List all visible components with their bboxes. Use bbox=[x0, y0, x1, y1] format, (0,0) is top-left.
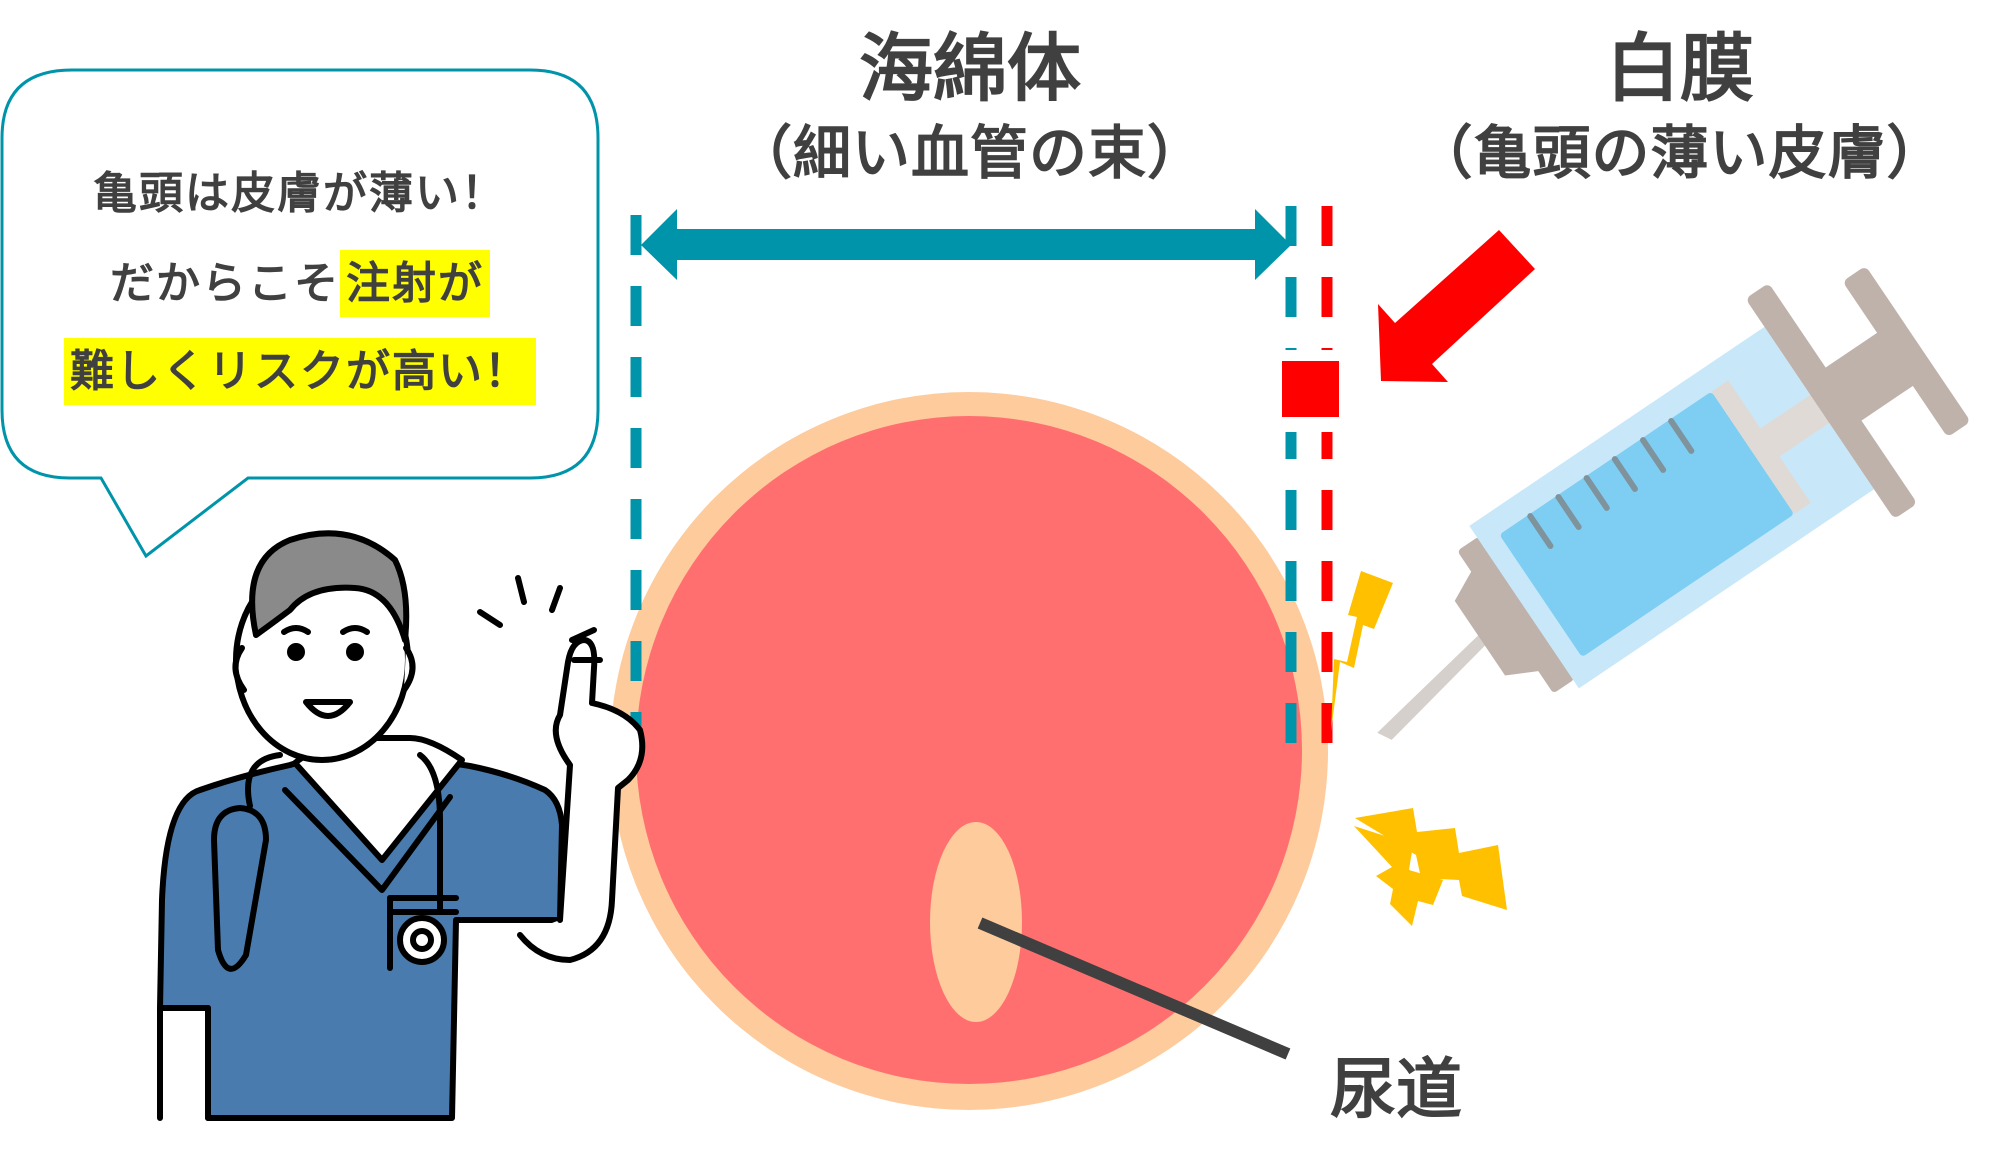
bubble-line-1: 亀頭は皮膚が薄い！ bbox=[0, 172, 600, 216]
bubble-line-2-plain: だからこそ bbox=[110, 258, 340, 309]
tunica-marker-square bbox=[1282, 361, 1339, 417]
arrow-down-left-icon bbox=[1378, 230, 1535, 382]
syringe-icon bbox=[1377, 268, 1969, 740]
glans-cross-section bbox=[610, 392, 1328, 1110]
urethra-label: 尿道 bbox=[1330, 1051, 1462, 1128]
doctor-pointing-illustration bbox=[157, 530, 646, 1121]
tunica-albuginea-subtitle: （亀頭の薄い皮膚） bbox=[1414, 119, 1946, 187]
corpus-spongiosum-subtitle: （細い血管の束） bbox=[733, 119, 1206, 187]
corpus-spongiosum bbox=[636, 416, 1302, 1084]
bubble-line-3: 難しくリスクが高い！ bbox=[0, 338, 600, 405]
bubble-line-2-highlight: 注射が bbox=[340, 250, 490, 317]
lightning-bolt-icon bbox=[1331, 571, 1507, 926]
urethra-leader-line bbox=[977, 917, 1291, 1060]
bubble-line-3-highlight: 難しくリスクが高い！ bbox=[64, 338, 536, 405]
bubble-line-2: だからこそ注射が bbox=[0, 250, 600, 317]
speech-bubble bbox=[0, 68, 600, 559]
double-headed-arrow-icon bbox=[641, 209, 1291, 280]
tunica-albuginea-title: 白膜 bbox=[1606, 26, 1754, 112]
bubble-line-1-text: 亀頭は皮膚が薄い！ bbox=[93, 168, 507, 219]
urethra-shape bbox=[930, 822, 1022, 1022]
corpus-spongiosum-title: 海綿体 bbox=[859, 26, 1081, 112]
